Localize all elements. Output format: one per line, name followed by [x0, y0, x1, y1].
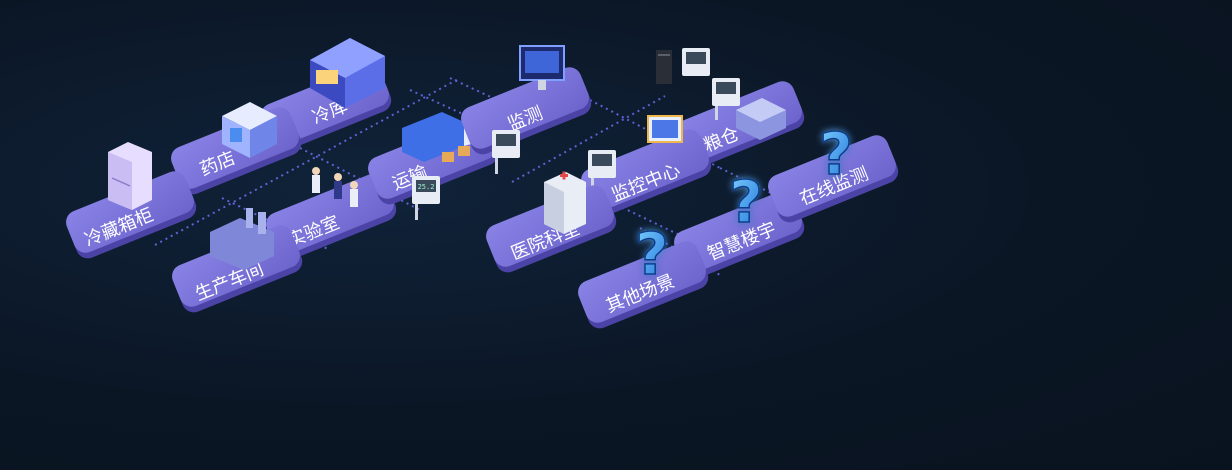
warehouse-icon — [310, 38, 385, 108]
hospital-icon — [544, 171, 586, 234]
lab-workers-icon — [312, 167, 358, 207]
thermo-sensor-icon — [588, 150, 616, 192]
refrigerator-icon — [108, 142, 152, 210]
computer-monitor-icon — [519, 45, 565, 90]
dashboard-screen-icon — [647, 115, 683, 143]
thermo-sensor-icon — [682, 48, 710, 76]
tile-refrigerator: 冷藏箱柜 — [66, 171, 197, 259]
connector-line — [154, 77, 461, 246]
svg-text:?: ? — [729, 168, 763, 236]
tile-online-monitoring: 在线监测 — [768, 135, 899, 223]
thermo-sensor-icon: 25.2 — [412, 176, 440, 220]
store-icon — [222, 102, 277, 158]
svg-text:?: ? — [819, 120, 853, 188]
sensor-readout: 25.2 — [418, 183, 435, 191]
tile-control-center: 监控中心 — [581, 129, 712, 217]
svg-text:?: ? — [635, 220, 669, 288]
thermo-sensor-icon — [492, 130, 520, 174]
factory-icon — [210, 208, 274, 270]
computer-tower-icon — [656, 50, 672, 84]
question-mark-icon: ? — [634, 219, 669, 289]
granary-icon — [736, 98, 786, 140]
question-mark-icon: ? — [728, 167, 763, 237]
connector-line — [221, 197, 331, 251]
question-mark-icon: ? — [818, 119, 853, 189]
thermo-sensor-icon — [712, 78, 740, 120]
